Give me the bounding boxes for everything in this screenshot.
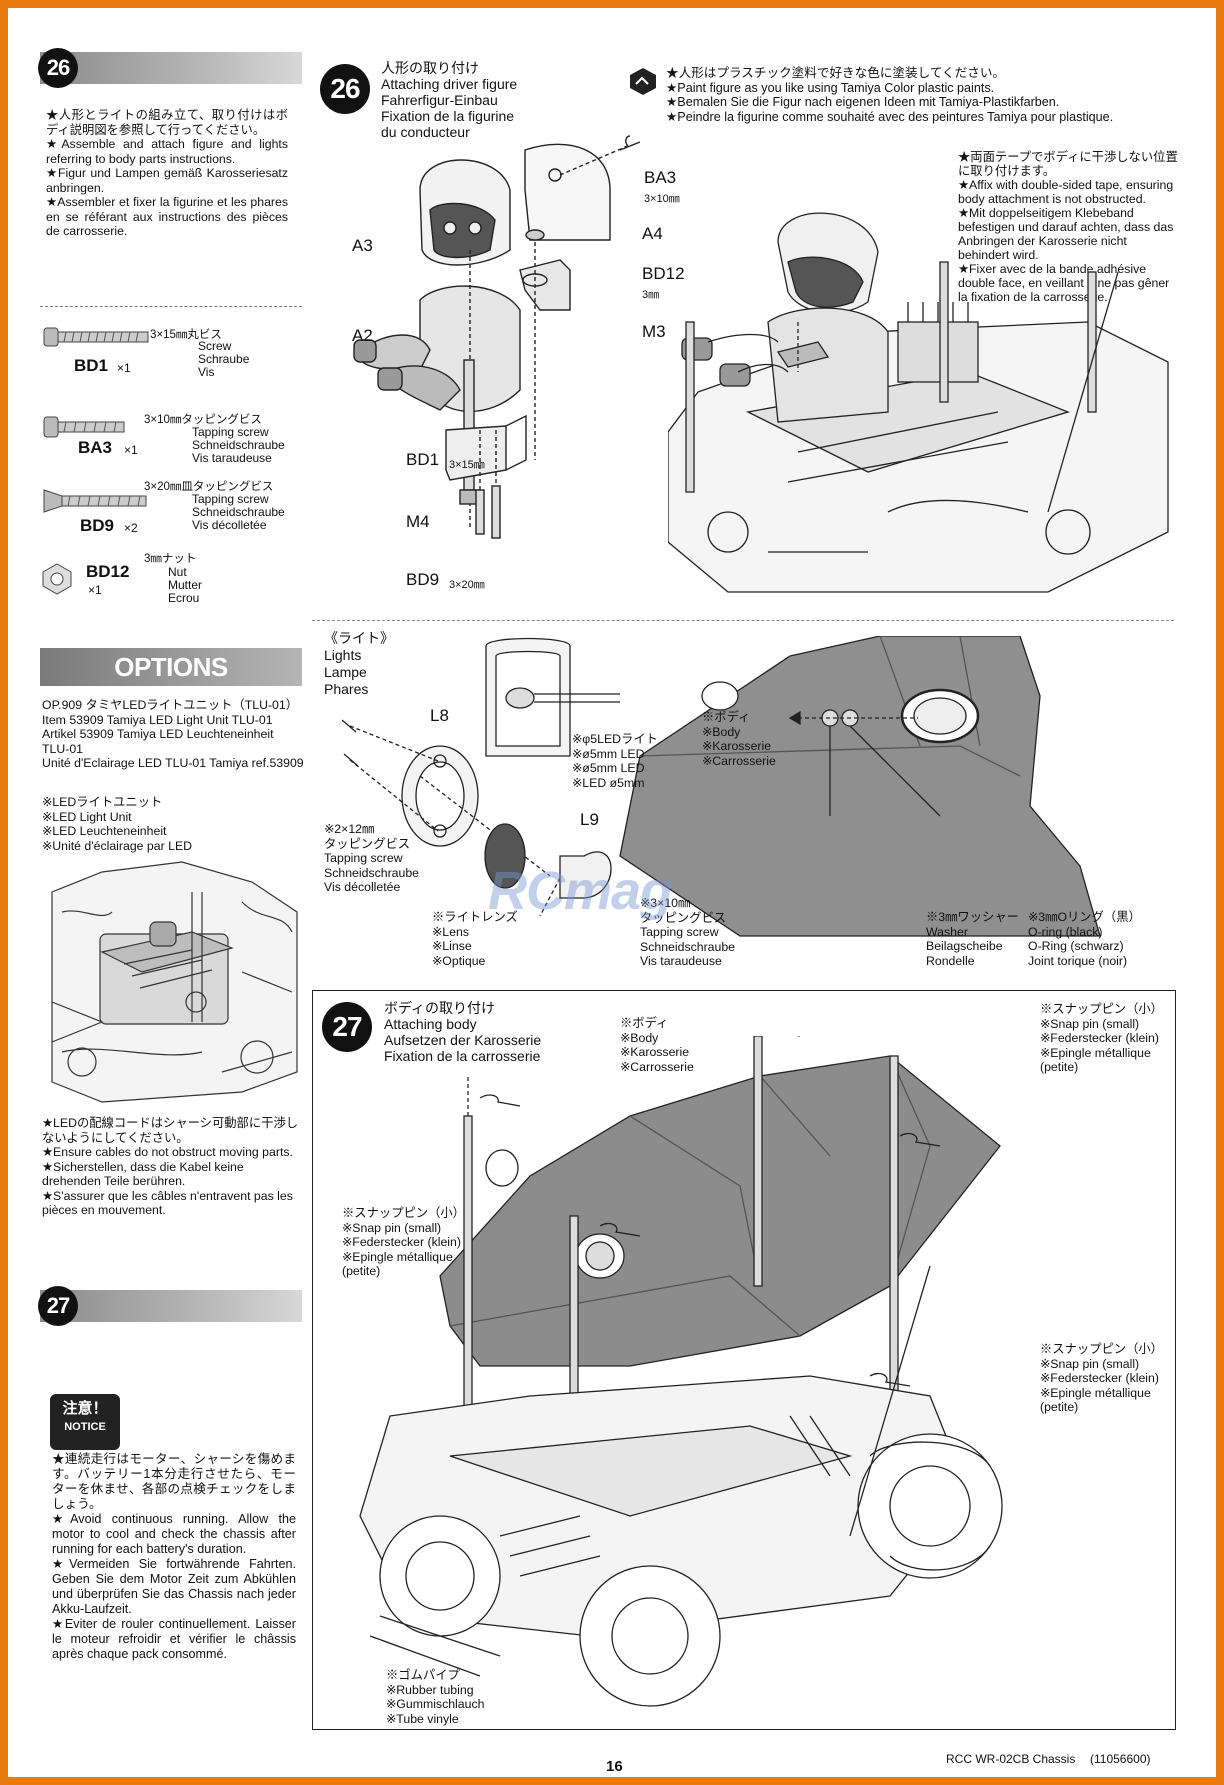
snap-pin-label-right: ※スナップピン（小） ※Snap pin (small) ※Federsteck… <box>1040 1342 1163 1414</box>
washer-label: ※3㎜ワッシャー Washer Beilagscheibe Rondelle <box>926 910 1019 968</box>
watermark-logo: RCmag <box>488 861 673 921</box>
screw-ba3-icon <box>43 416 125 438</box>
options-text: OP.909 タミヤLEDライトユニット（TLU-01） Item 53909 … <box>42 698 304 770</box>
step26-title: 人形の取り付け Attaching driver figure Fahrerfi… <box>381 60 518 140</box>
lights-title: 《ライト》 Lights Lampe Phares <box>324 630 394 697</box>
part-size: 3×15㎜丸ビス <box>150 329 222 341</box>
label-l9: L9 <box>580 810 599 829</box>
nut-bd12-icon <box>42 563 72 595</box>
label-m3: M3 <box>642 322 666 341</box>
part-qty: ×1 <box>117 361 131 375</box>
driver-on-chassis-illustration <box>668 212 1169 593</box>
part-code: BD12 <box>86 562 130 581</box>
screw-3x10-label: ※3×10㎜ タッピングビス Tapping screw Schneidschr… <box>640 896 736 968</box>
step26-left-text: ★人形とライトの組み立て、取り付けはボディ説明図を参照して行ってください。 ★A… <box>46 108 288 238</box>
notice-en: NOTICE <box>64 1421 106 1433</box>
oring-label: ※3㎜Oリング（黒） O-ring (black) O-Ring (schwar… <box>1028 910 1141 968</box>
label-l8: L8 <box>430 706 449 725</box>
label-bd12-size: 3㎜ <box>642 289 660 301</box>
part-desc: Tapping screw Schneidschraube Vis décoll… <box>192 492 285 532</box>
cable-note: ★LEDの配線コードはシャーシ可動部に干渉しないようにしてください。 ★Ensu… <box>42 1116 299 1217</box>
footer-code: (11056600) <box>1090 1752 1151 1766</box>
step27-left-bar <box>40 1290 302 1322</box>
footer-model: RCC WR-02CB Chassis <box>946 1752 1076 1766</box>
part-qty: ×1 <box>124 443 138 457</box>
part-desc: Nut Mutter Ecrou <box>168 565 203 605</box>
body-attachment-illustration <box>359 1036 1003 1707</box>
lens-label: ※ライトレンズ ※Lens ※Linse ※Optique <box>432 910 518 968</box>
snap-pin-label-top: ※スナップピン（小） ※Snap pin (small) ※Federsteck… <box>1040 1002 1163 1074</box>
label-a4: A4 <box>642 224 663 243</box>
step27-body-label: ※ボディ ※Body ※Karosserie ※Carrosserie <box>620 1016 694 1074</box>
label-bd12: BD12 <box>642 264 685 283</box>
step26-badge: 26 <box>320 64 370 114</box>
part-qty: ×2 <box>124 521 138 535</box>
label-a3: A3 <box>352 236 373 255</box>
notice-text: ★連続走行はモーター、シャーシを傷めます。バッテリー1本分走行させたら、モーター… <box>52 1452 296 1661</box>
rubber-tubing-label: ※ゴムパイプ ※Rubber tubing ※Gummischlauch ※Tu… <box>386 1668 485 1726</box>
part-qty: ×1 <box>88 583 102 597</box>
lights-illustration <box>341 636 1101 937</box>
screw-2x12-label: ※2×12㎜ タッピングビス Tapping screw Schneidschr… <box>324 822 420 894</box>
step27-title: ボディの取り付け Attaching body Aufsetzen der Ka… <box>384 1000 542 1064</box>
screw-bd1-icon <box>43 327 149 347</box>
led-label: ※φ5LEDライト ※ø5mm LED ※ø5mm LED ※LED ø5mm <box>572 732 658 790</box>
page-number: 16 <box>606 1758 623 1775</box>
step26-left-bar <box>40 52 302 84</box>
part-size: 3×20㎜皿タッピングビス <box>144 481 274 493</box>
part-desc: Screw Schraube Vis <box>198 339 250 379</box>
step27-left-badge: 27 <box>38 1286 78 1326</box>
body-label: ※ボディ ※Body ※Karosserie ※Carrosserie <box>702 710 776 768</box>
paint-note: ★人形はプラスチック塗料で好きな色に塗装してください。 ★Paint figur… <box>666 66 1114 124</box>
options-heading: OPTIONS <box>40 648 302 686</box>
screw-bd9-icon <box>43 489 147 513</box>
snap-pin-label-left: ※スナップピン（小） ※Snap pin (small) ※Federsteck… <box>342 1206 465 1278</box>
part-desc: Tapping screw Schneidschraube Vis taraud… <box>192 425 285 465</box>
label-bd1-size: 3×15㎜ <box>449 459 485 471</box>
label-m4: M4 <box>406 512 430 531</box>
part-size: 3㎜ナット <box>144 553 197 565</box>
label-a2: A2 <box>352 326 373 345</box>
part-size: 3×10㎜タッピングビス <box>144 414 262 426</box>
paint-icon <box>630 68 656 95</box>
led-unit-chassis-illustration <box>51 861 298 1103</box>
label-ba3-size: 3×10㎜ <box>644 193 680 205</box>
led-unit-label: ※LEDライトユニット ※LED Light Unit ※LED Leuchte… <box>42 795 193 853</box>
label-bd9: BD9 <box>406 570 440 589</box>
label-bd9-size: 3×20㎜ <box>449 579 485 591</box>
label-bd1: BD1 <box>406 450 440 469</box>
driver-figure-exploded-illustration <box>353 135 641 539</box>
part-code: BD1 <box>74 356 109 375</box>
step27-badge: 27 <box>322 1002 372 1052</box>
notice-jp: 注意！ <box>62 1400 108 1417</box>
step26-left-badge: 26 <box>38 48 78 88</box>
part-code: BD9 <box>80 516 115 535</box>
divider <box>40 306 302 308</box>
notice-badge: 注意！ NOTICE <box>50 1394 120 1450</box>
part-code: BA3 <box>78 438 113 457</box>
label-ba3: BA3 <box>644 168 677 187</box>
